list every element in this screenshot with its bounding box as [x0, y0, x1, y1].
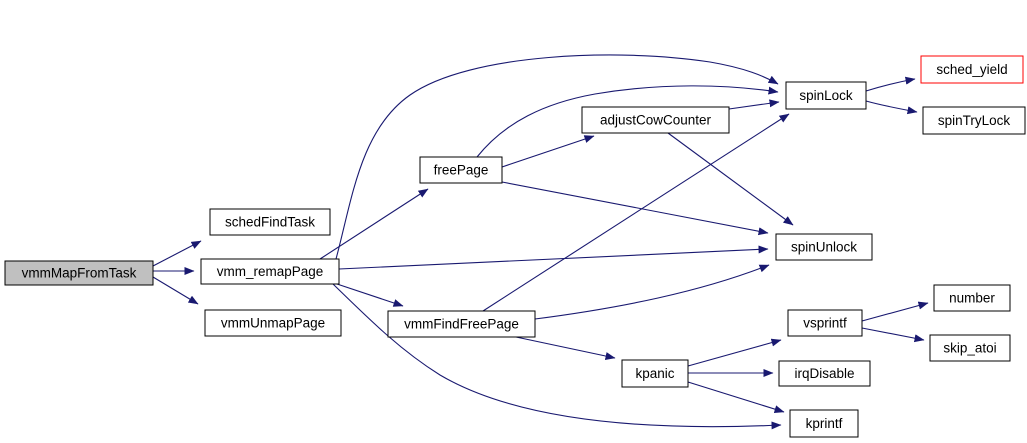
node-box-freePage[interactable]: [419, 156, 503, 184]
edge-vmmFindFreePage-to-kpanic: [515, 336, 616, 360]
node-label-kprintf: kprintf: [806, 416, 843, 431]
node-kpanic[interactable]: kpanic: [621, 359, 689, 388]
edge-vmmMapFromTask-to-schedFindTask: [152, 240, 202, 267]
node-number[interactable]: number: [933, 284, 1011, 312]
edge-spinLock-to-sched_yield: [865, 76, 916, 92]
node-sched_yield[interactable]: sched_yield: [920, 55, 1024, 84]
edge-vmmFindFreePage-to-spinUnlock: [534, 264, 770, 320]
node-kprintf[interactable]: kprintf: [789, 409, 859, 438]
node-label-sched_yield: sched_yield: [936, 62, 1007, 77]
node-box-kpanic[interactable]: [621, 359, 689, 388]
node-spinUnlock[interactable]: spinUnlock: [775, 233, 873, 261]
node-box-irqDisable[interactable]: [778, 360, 871, 387]
node-box-vmmFindFreePage[interactable]: [387, 310, 536, 338]
node-vmmMapFromTask[interactable]: vmmMapFromTask: [4, 260, 154, 286]
edge-vmm_remapPage-to-freePage: [319, 188, 429, 260]
node-vmmUnmapPage[interactable]: vmmUnmapPage: [204, 309, 342, 337]
node-label-vsprintf: vsprintf: [803, 316, 847, 331]
edge-vmmMapFromTask-to-vmmUnmapPage: [152, 276, 199, 305]
edge-vmm_remapPage-to-spinUnlock: [338, 245, 769, 270]
node-box-vsprintf[interactable]: [787, 309, 863, 337]
edge-kpanic-to-kprintf: [687, 381, 785, 413]
node-label-spinLock: spinLock: [799, 88, 853, 103]
node-schedFindTask[interactable]: schedFindTask: [209, 208, 331, 236]
node-adjustCowCounter[interactable]: adjustCowCounter: [581, 106, 730, 134]
node-label-vmmMapFromTask: vmmMapFromTask: [22, 266, 137, 281]
node-label-vmmFindFreePage: vmmFindFreePage: [404, 317, 519, 332]
edge-adjustCowCounter-to-spinLock: [728, 99, 780, 110]
edge-freePage-to-spinLock: [476, 85, 779, 158]
node-label-skip_atoi: skip_atoi: [943, 341, 996, 356]
node-box-spinTryLock[interactable]: [922, 106, 1026, 135]
edge-vmm_remapPage-to-vmmFindFreePage: [336, 283, 404, 307]
node-box-adjustCowCounter[interactable]: [581, 106, 730, 134]
node-label-spinTryLock: spinTryLock: [938, 113, 1011, 128]
edge-vmm_remapPage-to-spinLock: [335, 54, 779, 260]
node-box-schedFindTask[interactable]: [209, 208, 331, 236]
node-vmm_remapPage[interactable]: vmm_remapPage: [200, 258, 340, 285]
node-box-spinLock[interactable]: [785, 81, 867, 110]
node-irqDisable[interactable]: irqDisable: [778, 360, 871, 387]
node-box-vmmMapFromTask[interactable]: [4, 260, 154, 286]
node-freePage[interactable]: freePage: [419, 156, 503, 184]
node-skip_atoi[interactable]: skip_atoi: [929, 334, 1011, 362]
edge-vsprintf-to-number: [861, 301, 929, 322]
node-label-vmm_remapPage: vmm_remapPage: [217, 264, 324, 279]
node-spinTryLock[interactable]: spinTryLock: [922, 106, 1026, 135]
node-label-schedFindTask: schedFindTask: [225, 215, 315, 230]
node-box-spinUnlock[interactable]: [775, 233, 873, 261]
edge-kpanic-to-vsprintf: [687, 338, 782, 367]
node-box-vmm_remapPage[interactable]: [200, 258, 340, 285]
node-label-kpanic: kpanic: [635, 366, 674, 381]
edge-freePage-to-spinUnlock: [501, 181, 769, 236]
edge-vsprintf-to-skip_atoi: [861, 327, 925, 343]
edge-freePage-to-adjustCowCounter: [501, 135, 595, 168]
node-box-skip_atoi[interactable]: [929, 334, 1011, 362]
node-box-kprintf[interactable]: [789, 409, 859, 438]
node-label-number: number: [949, 291, 995, 306]
edge-vmm_remapPage-to-kprintf: [332, 283, 782, 430]
node-label-irqDisable: irqDisable: [794, 366, 854, 381]
node-label-adjustCowCounter: adjustCowCounter: [600, 113, 712, 128]
node-box-number[interactable]: [933, 284, 1011, 312]
node-vsprintf[interactable]: vsprintf: [787, 309, 863, 337]
node-vmmFindFreePage[interactable]: vmmFindFreePage: [387, 310, 536, 338]
edge-vmmFindFreePage-to-spinLock: [482, 113, 790, 312]
edge-spinLock-to-spinTryLock: [865, 100, 918, 115]
node-spinLock[interactable]: spinLock: [785, 81, 867, 110]
node-label-vmmUnmapPage: vmmUnmapPage: [221, 316, 325, 331]
node-label-spinUnlock: spinUnlock: [791, 240, 857, 255]
node-label-freePage: freePage: [434, 163, 489, 178]
node-box-sched_yield[interactable]: [920, 55, 1024, 84]
edge-adjustCowCounter-to-spinUnlock: [667, 132, 794, 226]
node-box-vmmUnmapPage[interactable]: [204, 309, 342, 337]
